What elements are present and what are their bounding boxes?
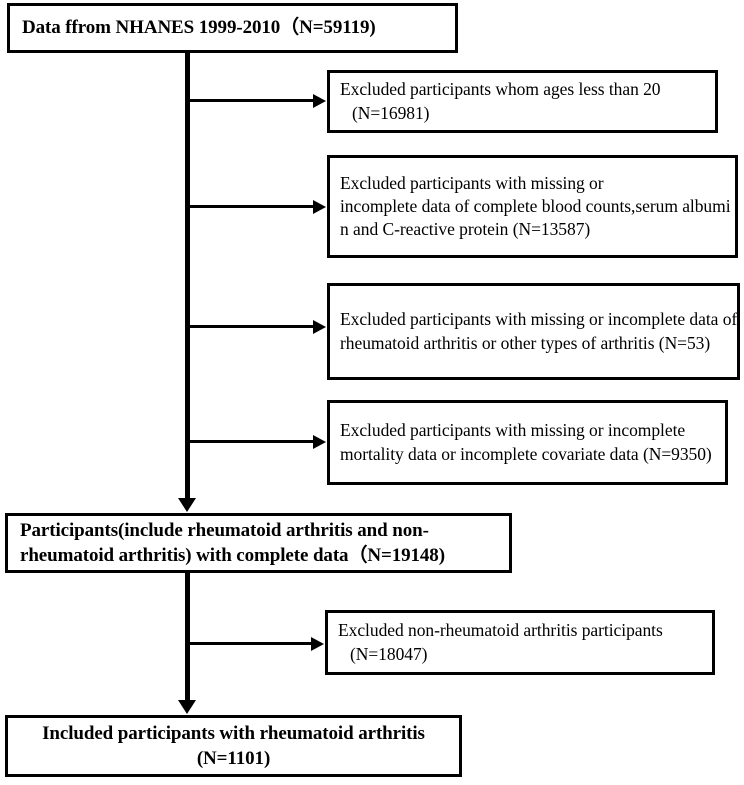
exclusion-age-line2: (N=16981) <box>352 102 430 123</box>
branch-line-arthritis <box>187 325 315 328</box>
arrow-right-arthritis <box>313 319 326 334</box>
arrow-right-labs <box>313 199 326 214</box>
arrow-down-to-included <box>178 700 196 714</box>
exclusion-labs-line3: n and C-reactive protein (N=13587) <box>340 219 591 240</box>
node-included-line1: Included participants with rheumatoid ar… <box>42 722 425 744</box>
exclusion-non-ra-line1: Excluded non-rheumatoid arthritis partic… <box>338 620 663 641</box>
branch-line-labs <box>187 205 315 208</box>
branch-line-mortality <box>187 440 315 443</box>
exclusion-mortality-line2: mortality data or incomplete covariate d… <box>340 443 712 464</box>
exclusion-labs-line1: Excluded participants with missing or <box>340 172 604 193</box>
trunk-upper <box>185 52 190 500</box>
exclusion-non-ra-line2: (N=18047) <box>350 643 428 664</box>
arrow-right-age <box>313 93 326 108</box>
node-exclusion-age: Excluded participants whom ages less tha… <box>327 70 718 133</box>
node-exclusion-non-ra: Excluded non-rheumatoid arthritis partic… <box>325 610 715 675</box>
arrow-right-non-ra <box>311 636 324 651</box>
arrow-down-to-eligible <box>178 498 196 512</box>
trunk-lower <box>185 573 190 702</box>
exclusion-mortality-line1: Excluded participants with missing or in… <box>340 420 686 441</box>
node-eligible-participants: Participants(include rheumatoid arthriti… <box>5 513 512 573</box>
exclusion-arthritis-line2: rheumatoid arthritis or other types of a… <box>340 332 711 353</box>
branch-line-non-ra <box>187 642 313 645</box>
exclusion-arthritis-line1: Excluded participants with missing or in… <box>340 309 738 330</box>
node-eligible-line2: rheumatoid arthritis) with complete data… <box>20 545 445 566</box>
node-source-label: Data ffrom NHANES 1999-2010（N=59119) <box>22 17 376 39</box>
exclusion-labs-line2: incomplete data of complete blood counts… <box>340 195 731 216</box>
node-exclusion-labs: Excluded participants with missing or in… <box>327 155 738 258</box>
node-included-line2: (N=1101) <box>196 748 271 769</box>
node-exclusion-mortality: Excluded participants with missing or in… <box>327 400 728 485</box>
node-exclusion-arthritis: Excluded participants with missing or in… <box>327 283 740 380</box>
node-source-data: Data ffrom NHANES 1999-2010（N=59119) <box>7 3 458 53</box>
arrow-right-mortality <box>313 434 326 449</box>
exclusion-age-line1: Excluded participants whom ages less tha… <box>340 79 661 100</box>
branch-line-age <box>187 99 315 102</box>
node-eligible-line1: Participants(include rheumatoid arthriti… <box>20 519 429 541</box>
node-included-participants: Included participants with rheumatoid ar… <box>5 715 462 777</box>
